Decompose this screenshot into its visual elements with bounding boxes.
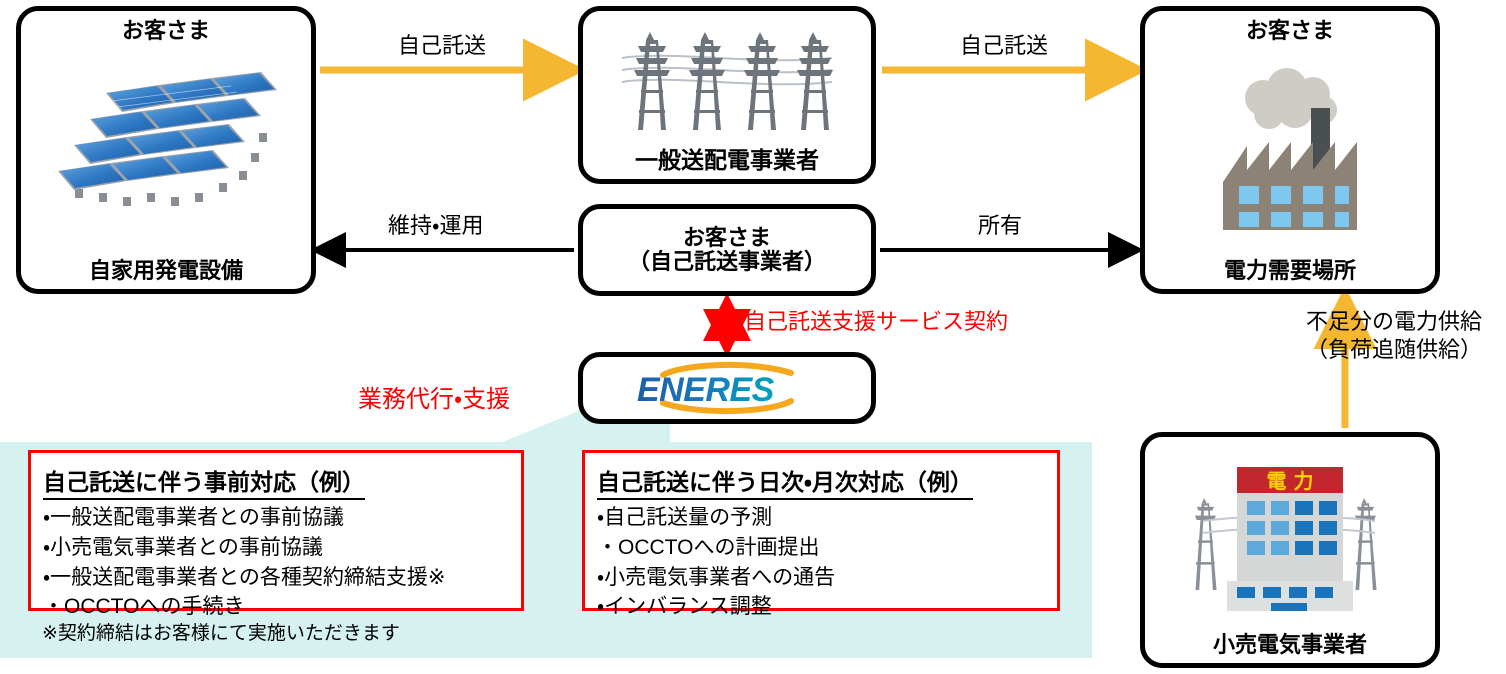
factory-smokestack-icon: [1145, 43, 1435, 259]
list-item: 一般送配電事業者との各種契約締結支援※: [43, 563, 509, 593]
factory-node-title: お客さま: [1245, 18, 1334, 43]
tso-node-caption: 一般送配電事業者: [635, 146, 819, 173]
panel-advance-list: 一般送配電事業者との事前協議 小売電気事業者との事前協議 一般送配電事業者との各…: [43, 503, 509, 622]
arrow-label-business-agency-support: 業務代行・支援: [358, 386, 511, 413]
solar-panel-array-icon: [21, 43, 311, 259]
retailer-node-caption: 小売電気事業者: [1212, 631, 1367, 657]
solar-node-caption: 自家用発電設備: [88, 257, 243, 283]
customer-node-line2: （自己託送事業者）: [627, 249, 826, 274]
transmission-towers-icon: [583, 11, 871, 148]
panel-daily-list: 自己託送量の予測 OCCTOへの計画提出 小売電気事業者への通告 インバランス調…: [597, 503, 1045, 622]
node-electricity-retailer[interactable]: 電 力: [1140, 432, 1440, 668]
arrow-label-ownership: 所有: [978, 213, 1023, 238]
list-item: 小売電気事業者への通告: [597, 563, 1045, 593]
node-transmission-operator[interactable]: 一般送配電事業者: [578, 6, 876, 184]
power-company-building-icon: 電 力: [1145, 437, 1435, 633]
arrow-label-solar-to-tso: 自己託送: [398, 33, 487, 58]
node-self-generation-facility[interactable]: お客さま: [16, 6, 316, 294]
panel-daily-title: 自己託送に伴う日次・月次対応（例）: [597, 463, 973, 500]
panel-daily-monthly-actions[interactable]: 自己託送に伴う日次・月次対応（例） 自己託送量の予測 OCCTOへの計画提出 小…: [582, 450, 1060, 618]
list-item: 小売電気事業者との事前協議: [43, 533, 509, 563]
customer-node-line1: お客さま: [682, 224, 771, 250]
node-power-demand-site[interactable]: お客さま: [1140, 6, 1440, 294]
factory-node-caption: 電力需要場所: [1223, 257, 1356, 283]
arrow-label-tso-to-factory: 自己託送: [960, 33, 1049, 58]
node-eneres[interactable]: ENERES: [578, 352, 876, 424]
panel-footnote: ※契約締結はお客様にて実施いただきます: [42, 623, 400, 644]
list-item: 自己託送量の予測: [597, 503, 1045, 533]
list-item: OCCTOへの手続き: [43, 592, 509, 622]
list-item: 一般送配電事業者との事前協議: [43, 503, 509, 533]
list-item: OCCTOへの計画提出: [597, 533, 1045, 563]
svg-text:ENERES: ENERES: [637, 371, 775, 409]
svg-text:電 力: 電 力: [1267, 469, 1314, 493]
arrow-label-maintenance-operation: 維持・運用: [388, 213, 484, 238]
arrow-label-support-service-contract: 自己託送支援サービス契約: [744, 309, 1009, 334]
solar-node-title: お客さま: [121, 18, 210, 43]
node-self-wheeling-customer[interactable]: お客さま （自己託送事業者）: [578, 204, 876, 296]
list-item: インバランス調整: [597, 592, 1045, 622]
panel-advance-actions[interactable]: 自己託送に伴う事前対応（例） 一般送配電事業者との事前協議 小売電気事業者との事…: [28, 450, 524, 618]
eneres-logo-icon: ENERES: [627, 359, 827, 417]
arrow-label-shortfall-supply: 不足分の電力供給 （負荷追随供給）: [1306, 309, 1483, 362]
panel-advance-title: 自己託送に伴う事前対応（例）: [43, 463, 365, 500]
